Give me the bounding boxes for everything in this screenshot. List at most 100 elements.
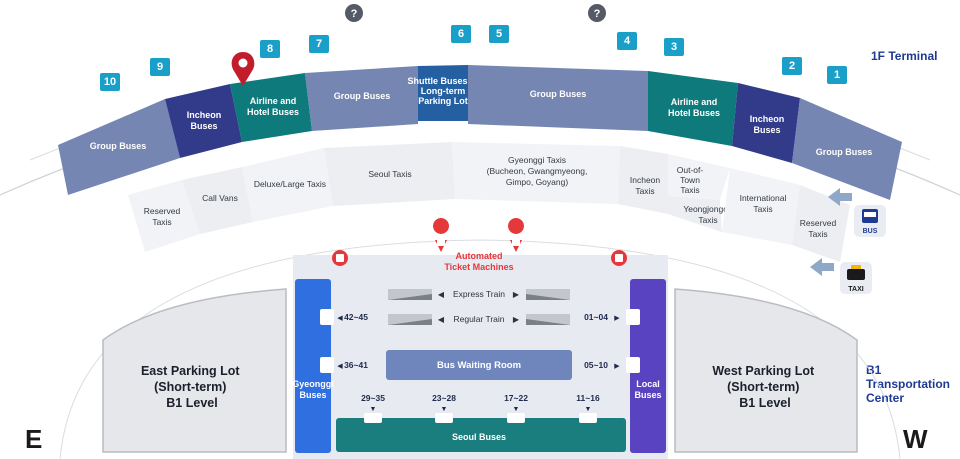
seg-group-buses-mid-east[interactable] bbox=[305, 66, 418, 131]
stop-01-04[interactable]: 01~04 ▶ bbox=[584, 309, 640, 325]
svg-text:11~16: 11~16 bbox=[576, 393, 600, 403]
stop-36-41[interactable]: 36~41 ◀ bbox=[320, 357, 368, 373]
taxi-incheon[interactable] bbox=[618, 146, 668, 214]
svg-text:5: 5 bbox=[496, 28, 502, 40]
stop-11-16[interactable]: 11~16 ▼ bbox=[576, 393, 600, 423]
taxi-icon: TAXI bbox=[840, 262, 872, 294]
bus-waiting-room-label: Bus Waiting Room bbox=[437, 360, 521, 371]
taxi-call-vans[interactable] bbox=[182, 167, 253, 234]
bus-icon: BUS bbox=[854, 205, 886, 237]
east-parking-line-3: B1 Level bbox=[166, 396, 217, 410]
taxi-seoul[interactable] bbox=[324, 142, 455, 206]
seoul-buses-bar[interactable] bbox=[336, 418, 626, 452]
seg-group-buses-east[interactable] bbox=[58, 99, 180, 195]
svg-text:▼: ▼ bbox=[513, 406, 520, 413]
svg-text:42~45: 42~45 bbox=[344, 312, 368, 322]
gate-badges: 10 9 8 7 6 5 4 3 2 1 bbox=[100, 25, 847, 91]
info-icon-left[interactable]: ? bbox=[345, 4, 363, 22]
ticket-machine-icon-4 bbox=[611, 250, 627, 266]
svg-text:Call Vans: Call Vans bbox=[202, 193, 238, 203]
floor-1f-label: 1F Terminal bbox=[871, 49, 937, 63]
svg-text:East Parking Lot (Short-te: East Parking Lot (Short-term) B1 Level bbox=[141, 364, 243, 410]
floor-b1-line-1: B1 bbox=[866, 363, 882, 377]
svg-text:4: 4 bbox=[624, 35, 631, 47]
gate-8[interactable]: 8 bbox=[260, 40, 280, 58]
svg-text:23~28: 23~28 bbox=[432, 393, 456, 403]
gate-10[interactable]: 10 bbox=[100, 73, 120, 91]
gate-4[interactable]: 4 bbox=[617, 32, 637, 50]
seg-group-buses-mid-west[interactable] bbox=[468, 65, 648, 131]
west-parking-lot[interactable] bbox=[674, 288, 858, 453]
gate-1[interactable]: 1 bbox=[827, 66, 847, 84]
express-train-label: Express Train bbox=[453, 289, 505, 299]
bus-waiting-room[interactable] bbox=[386, 350, 572, 380]
seg-shuttle-longterm[interactable] bbox=[418, 65, 468, 121]
info-icon-right[interactable]: ? bbox=[588, 4, 606, 22]
east-parking-lot[interactable] bbox=[102, 288, 287, 453]
regular-train-row[interactable]: Regular Train ◀ ▶ bbox=[388, 314, 570, 325]
svg-text:?: ? bbox=[594, 8, 601, 20]
svg-text:TAXI: TAXI bbox=[848, 286, 863, 293]
stop-17-22[interactable]: 17~22 ▼ bbox=[504, 393, 528, 423]
gate-2[interactable]: 2 bbox=[782, 57, 802, 75]
stop-29-35[interactable]: 29~35 ▼ bbox=[361, 393, 385, 423]
svg-text:17~22: 17~22 bbox=[504, 393, 528, 403]
svg-text:◀: ◀ bbox=[337, 363, 343, 370]
svg-text:3: 3 bbox=[671, 41, 677, 53]
taxi-gyeonggi[interactable] bbox=[452, 142, 620, 204]
taxi-reserved-west[interactable] bbox=[792, 185, 850, 262]
stop-23-28[interactable]: 23~28 ▼ bbox=[432, 393, 456, 423]
svg-text:▼: ▼ bbox=[370, 406, 377, 413]
floor-b1-label: B1 Transportation Center bbox=[866, 363, 953, 405]
svg-text:◀: ◀ bbox=[337, 315, 343, 322]
taxi-out-of-town[interactable] bbox=[668, 154, 730, 200]
seg-incheon-buses-east[interactable] bbox=[165, 84, 242, 158]
ticket-machine-icon-3 bbox=[508, 218, 525, 252]
seg-group-buses-west[interactable] bbox=[792, 98, 902, 200]
express-train-row[interactable]: Express Train ◀ ▶ bbox=[388, 289, 570, 300]
svg-text:6: 6 bbox=[458, 28, 464, 40]
svg-text:7: 7 bbox=[316, 38, 322, 50]
seg-airline-hotel-east[interactable] bbox=[230, 73, 312, 142]
floor-b1-line-2: Transportation bbox=[866, 377, 950, 391]
svg-text:Group Buses: Group Buses bbox=[530, 89, 587, 99]
taxi-reserved-east[interactable] bbox=[128, 180, 200, 252]
taxi-international[interactable] bbox=[722, 168, 800, 245]
gate-5[interactable]: 5 bbox=[489, 25, 509, 43]
stop-42-45[interactable]: 42~45 ◀ bbox=[320, 309, 368, 325]
gate-6[interactable]: 6 bbox=[451, 25, 471, 43]
gate-7[interactable]: 7 bbox=[309, 35, 329, 53]
gate-9[interactable]: 9 bbox=[150, 58, 170, 76]
west-parking-line-2: (Short-term) bbox=[727, 380, 799, 394]
taxi-yeongjongdo[interactable] bbox=[668, 196, 722, 232]
bus-arrow-icon bbox=[828, 188, 852, 206]
svg-text:Seoul Buses: Seoul Buses bbox=[452, 432, 506, 442]
svg-text:BUS: BUS bbox=[863, 228, 878, 235]
svg-text:▼: ▼ bbox=[585, 406, 592, 413]
taxi-deluxe-large[interactable] bbox=[242, 148, 333, 222]
location-pin-icon bbox=[231, 52, 255, 86]
seg-incheon-buses-west[interactable] bbox=[732, 83, 800, 163]
svg-text:Group Buses: Group Buses bbox=[334, 91, 391, 101]
ticket-machine-icon-2 bbox=[433, 218, 450, 252]
ticket-machine-icon-1 bbox=[332, 250, 348, 266]
svg-text:◀: ◀ bbox=[438, 315, 445, 324]
west-parking-line-3: B1 Level bbox=[739, 396, 790, 410]
seg-airline-hotel-west[interactable] bbox=[648, 71, 738, 146]
regular-train-label: Regular Train bbox=[453, 314, 504, 324]
gate-3[interactable]: 3 bbox=[664, 38, 684, 56]
svg-text:1: 1 bbox=[834, 69, 840, 81]
svg-text:2: 2 bbox=[789, 60, 795, 72]
stop-05-10[interactable]: 05~10 ▶ bbox=[584, 357, 640, 373]
